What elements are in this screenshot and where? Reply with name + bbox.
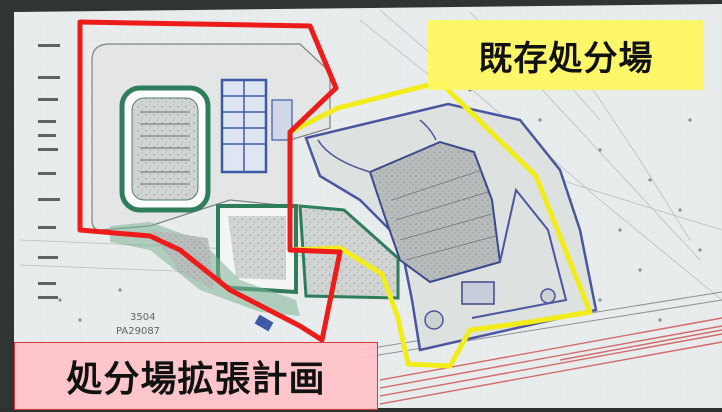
expansion-plan-label: 処分場拡張計画 — [14, 342, 378, 410]
existing-landfill-text: 既存処分場 — [478, 38, 654, 79]
left-margin-annotations — [38, 44, 60, 299]
expansion-plan-text: 処分場拡張計画 — [66, 359, 326, 400]
expansion-site-drawing — [91, 43, 331, 316]
rail-tracks — [379, 317, 722, 405]
parcel-code: PA29087 — [116, 326, 160, 337]
site-marker-icon — [254, 314, 274, 332]
existing-landfill-boundary — [287, 79, 593, 369]
existing-landfill-label: 既存処分場 — [428, 20, 704, 90]
parcel-number: 3504 — [130, 312, 155, 323]
expansion-plan-boundary — [77, 19, 343, 343]
